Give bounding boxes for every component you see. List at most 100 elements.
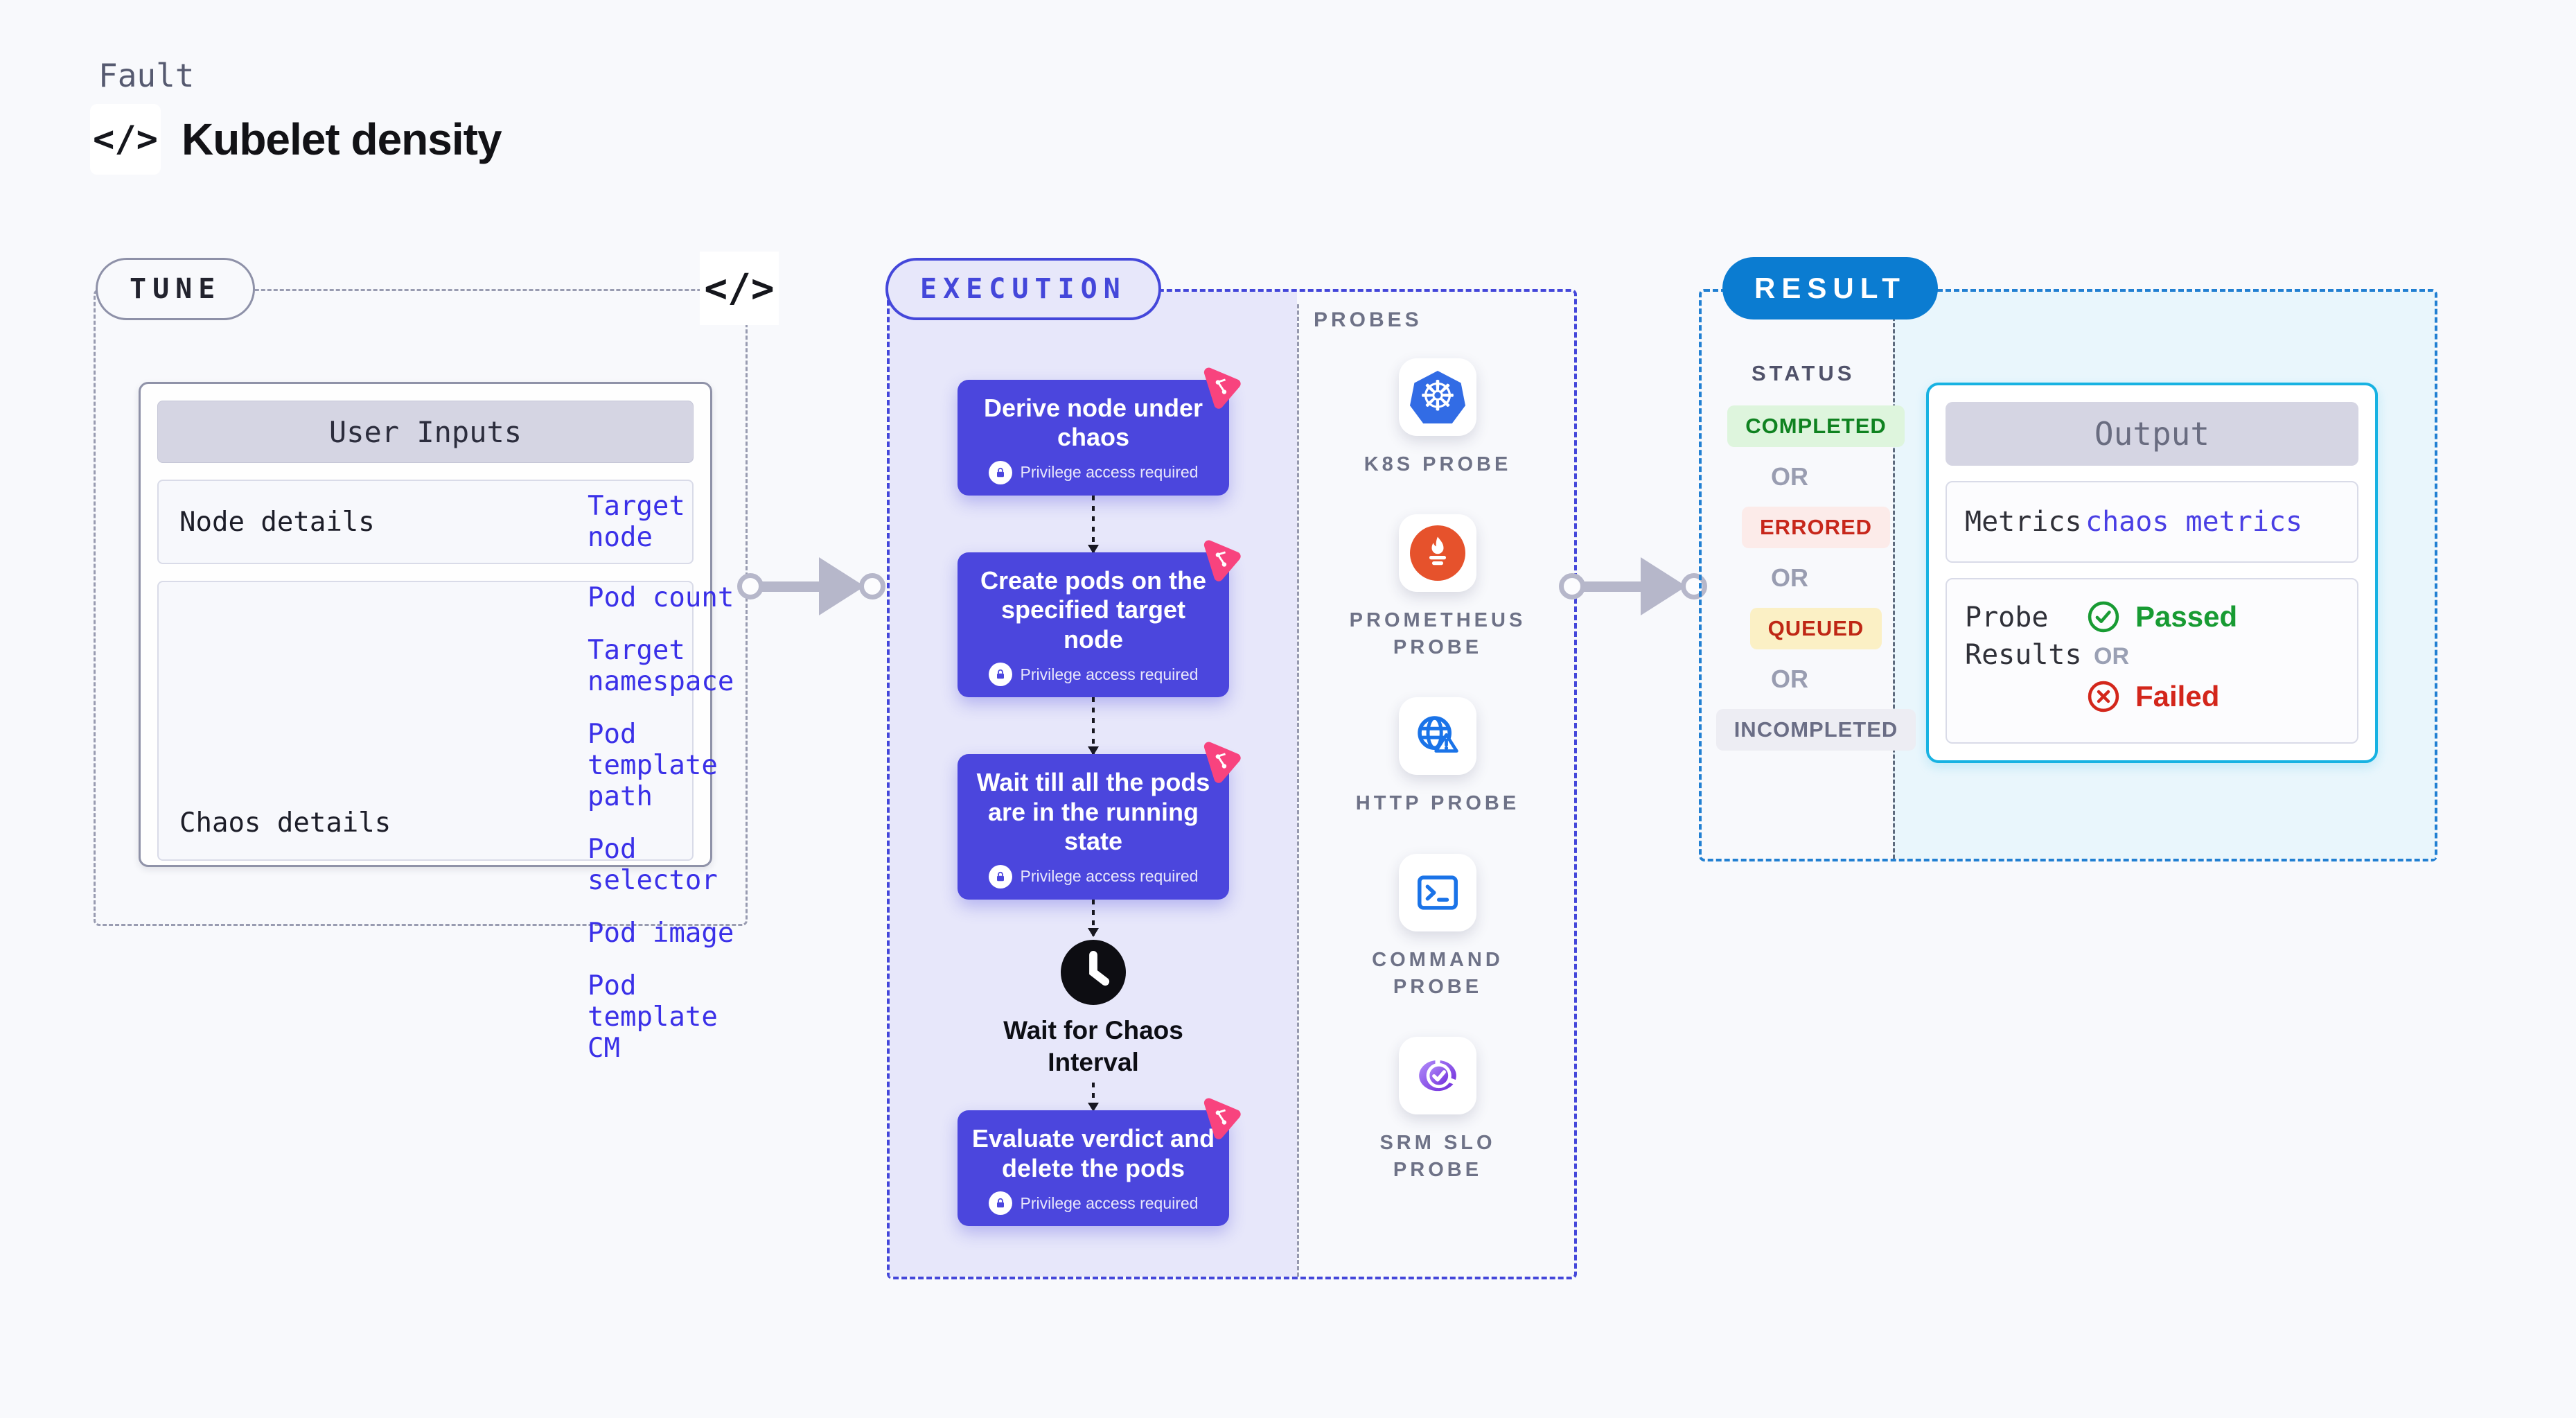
user-inputs-table: User Inputs Node details Target node Cha… [139,382,734,1064]
probes-list: ☸ K8S PROBE PROMETHEUS PROBE [1305,358,1570,1184]
probe-label: COMMAND PROBE [1372,948,1503,998]
arrow-head-icon [1641,557,1686,615]
result-badge: RESULT [1722,257,1938,320]
step-evaluate-verdict: Evaluate verdict and delete the pods Pri… [958,1098,1241,1227]
privilege-note: Privilege access required [970,460,1217,484]
fault-eyebrow: Fault [98,57,195,94]
flow-connector [1092,1083,1095,1111]
table-row-node-details: Node details Target node [157,480,694,564]
flow-connector [1092,899,1095,936]
chaos-pin-icon [1203,367,1241,409]
privilege-note-text: Privilege access required [1020,463,1199,482]
status-badge-queued: QUEUED [1749,608,1882,649]
lock-icon [988,460,1012,484]
execution-section: EXECUTION PROBES Derive node under chaos… [885,258,1577,1279]
link-pod-template-cm[interactable]: Pod template CM [588,970,718,1064]
step-create-pods: Create pods on the specified target node… [958,540,1241,698]
output-card: Output Metrics chaos metrics Probe Resul… [1926,383,2378,763]
chaos-pin-icon [1203,540,1241,581]
probe-prometheus: PROMETHEUS PROBE [1343,514,1532,661]
output-probe-results-row: Probe Results Passed OR [1946,578,2358,744]
arrow-end-node [859,573,885,599]
prometheus-icon [1399,514,1476,593]
status-label: STATUS [1752,361,1855,385]
link-target-namespace[interactable]: Target namespace [588,635,734,697]
privilege-note-text: Privilege access required [1020,665,1199,683]
row-label: Chaos details [179,807,391,839]
or-label: OR [1771,665,1808,693]
kubernetes-icon: ☸ [1399,358,1476,436]
probe-label: SRM SLO PROBE [1379,1131,1496,1181]
probe-k8s: ☸ K8S PROBE [1343,358,1532,478]
status-badge-completed: COMPLETED [1727,405,1905,447]
output-metrics-row: Metrics chaos metrics [1946,481,2358,563]
arrow-start-node [1559,573,1585,599]
execution-badge: EXECUTION [885,258,1161,320]
probe-label: HTTP PROBE [1355,792,1520,815]
step-title: Create pods on the specified target node [980,566,1207,654]
arrow-execution-to-result [1559,557,1707,616]
clock-icon [1061,939,1126,1005]
metrics-value: chaos metrics [2085,506,2303,538]
failed-text: Failed [2135,680,2220,712]
lock-icon [988,864,1012,889]
lock-icon [988,1191,1012,1216]
link-pod-count[interactable]: Pod count [588,582,734,613]
link-target-node[interactable]: Target node [588,491,685,553]
probe-srm-slo: SRM SLO PROBE [1343,1036,1532,1184]
privilege-note: Privilege access required [970,663,1217,687]
or-label: OR [1771,563,1808,592]
probe-http: HTTP PROBE [1343,697,1532,817]
link-pod-selector[interactable]: Pod selector [588,834,718,896]
probe-label: PROMETHEUS PROBE [1349,609,1526,659]
probes-divider [1297,304,1299,1277]
verdict-failed: Failed [2085,679,2357,715]
privilege-note: Privilege access required [970,1191,1217,1216]
chaos-pin-icon [1203,742,1241,784]
flow-connector [1092,697,1095,755]
x-circle-icon [2088,681,2119,712]
terminal-icon [1399,853,1476,931]
link-pod-image[interactable]: Pod image [588,918,734,949]
result-section: RESULT STATUS COMPLETED OR ERRORED OR QU… [1699,257,2437,861]
probe-results-label: Probe Results [1965,602,2082,671]
output-header: Output [1946,402,2358,466]
step-title: Wait till all the pods are in the runnin… [976,768,1210,856]
tune-badge: TUNE [96,258,256,320]
execution-flow: Derive node under chaos Privilege access… [958,367,1241,1227]
passed-text: Passed [2135,600,2238,633]
user-inputs-header: User Inputs [157,401,694,463]
step-wait-pods-running: Wait till all the pods are in the runnin… [958,742,1241,900]
globe-warning-icon [1399,697,1476,776]
chaos-pin-icon [1203,1098,1241,1139]
or-label: OR [2094,643,2129,669]
arrow-start-node [737,573,764,599]
privilege-note-text: Privilege access required [1020,867,1199,886]
code-icon: </> [700,252,779,325]
status-badge-incompleted: INCOMPLETED [1715,709,1916,751]
page-title: Kubelet density [182,114,502,164]
row-label: Node details [179,506,375,538]
wait-for-chaos-interval: Wait for Chaos Interval [986,936,1201,1083]
arrow-head-icon [819,557,865,615]
wait-label: Wait for Chaos Interval [1003,1015,1183,1076]
probe-label: K8S PROBE [1364,453,1512,475]
arrow-tune-to-execution [737,557,885,616]
probe-command: COMMAND PROBE [1343,853,1532,1001]
arrow-shaft [761,581,821,592]
privilege-note-text: Privilege access required [1020,1193,1199,1212]
slo-donut-check-icon [1399,1036,1476,1114]
probes-label: PROBES [1314,308,1422,331]
check-circle-icon [2088,601,2119,633]
privilege-note: Privilege access required [970,864,1217,889]
table-row-chaos-details: Chaos details Pod count Target namespace… [157,581,734,1064]
or-label: OR [1771,462,1808,491]
code-icon: </> [90,104,161,175]
step-title: Evaluate verdict and delete the pods [971,1124,1215,1182]
arrow-end-node [1681,573,1707,599]
link-pod-template-path[interactable]: Pod template path [588,719,718,812]
verdict-passed: Passed [2085,599,2357,635]
status-badge-errored: ERRORED [1742,507,1891,548]
verdicts: Passed OR Failed [2085,599,2357,742]
